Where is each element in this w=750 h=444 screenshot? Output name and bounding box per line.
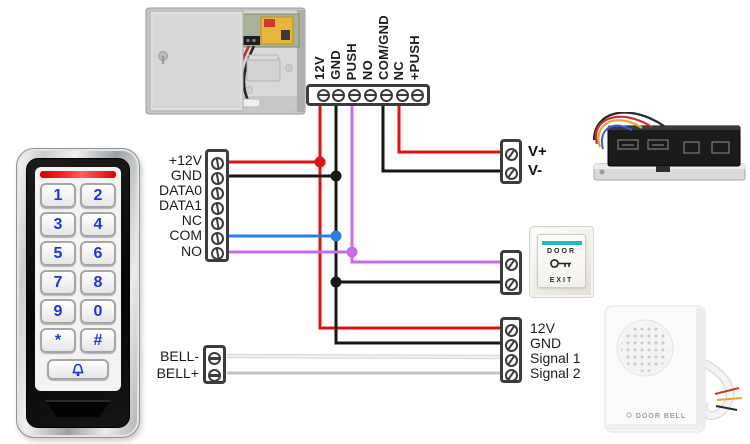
doorbell-label: DOOR BELL [636, 413, 686, 420]
label-data0: DATA0 [158, 182, 202, 198]
electric-lock [592, 112, 746, 181]
keypad-bezel: 1 2 3 4 5 6 7 8 9 0 * # [26, 158, 130, 428]
wire-bell-minus [226, 354, 502, 359]
terminal-block-bell [203, 345, 226, 384]
keypad-panel: 1 2 3 4 5 6 7 8 9 0 * # [35, 167, 121, 391]
key-7[interactable]: 7 [40, 270, 76, 295]
label-signal2: Signal 2 [530, 365, 581, 381]
access-keypad: 1 2 3 4 5 6 7 8 9 0 * # [16, 148, 140, 438]
label-v-minus: V- [528, 162, 543, 179]
label-no: NO [360, 59, 375, 80]
screw [504, 278, 518, 291]
label-bell-minus: BELL- [160, 348, 199, 364]
label-gnd: GND [530, 335, 562, 351]
screw [208, 352, 221, 365]
label-pluspush: +PUSH [407, 34, 422, 80]
screw [208, 369, 221, 382]
label-no: NO [181, 243, 202, 259]
screw [210, 232, 224, 245]
label-signal1: Signal 1 [530, 350, 581, 366]
label-comgnd: COM/GND [376, 15, 391, 80]
doorbell: DOOR BELL [604, 305, 743, 433]
label-12v: 12V [530, 320, 555, 336]
label-v-plus: V+ [528, 143, 547, 160]
key-2[interactable]: 2 [80, 183, 116, 208]
junction-black-gnd [330, 170, 342, 182]
screw [317, 88, 330, 102]
label-data1: DATA1 [158, 197, 202, 213]
keypad-led-strip [40, 171, 116, 178]
terminal-block-doorbell [500, 317, 522, 383]
exit-exit-text: EXIT [549, 277, 574, 284]
door-exit-face: DOOR EXIT [537, 234, 586, 288]
screw [504, 339, 518, 352]
power-supply-box [145, 7, 306, 115]
key-6[interactable]: 6 [80, 241, 116, 266]
terminal-block-lock [500, 139, 522, 184]
key-icon [549, 259, 571, 268]
screw [396, 88, 409, 102]
screw [210, 247, 224, 260]
junction-red [314, 156, 326, 168]
junction-purple [346, 246, 358, 258]
keypad-bottom-notch [45, 400, 111, 417]
key-9[interactable]: 9 [40, 299, 76, 324]
door-exit-button: DOOR EXIT [529, 226, 594, 298]
screw [348, 88, 361, 102]
label-plus12v: +12V [168, 152, 202, 168]
label-gnd: GND [170, 167, 202, 183]
screw [210, 202, 224, 215]
label-gnd: GND [328, 50, 343, 80]
screw [504, 354, 518, 367]
bell-icon [72, 363, 84, 376]
terminal-block-power [306, 84, 430, 106]
key-hash[interactable]: # [80, 328, 116, 353]
label-com: COM [169, 227, 202, 243]
screw [364, 88, 377, 102]
wire-nc-to-vplus-red [397, 100, 501, 154]
key-5[interactable]: 5 [40, 241, 76, 266]
screw [411, 88, 424, 102]
screw [332, 88, 345, 102]
exit-door-text: DOOR [547, 248, 576, 255]
screw [504, 258, 518, 271]
screw [210, 187, 224, 200]
screw [210, 217, 224, 230]
screw [504, 148, 518, 161]
key-3[interactable]: 3 [40, 212, 76, 237]
key-bell[interactable] [47, 359, 109, 380]
exit-teal-bar [541, 241, 582, 245]
keypad-keys: 1 2 3 4 5 6 7 8 9 0 * # [38, 183, 118, 353]
terminal-block-exit [500, 250, 522, 295]
terminal-block-keypad [205, 149, 229, 262]
wire-gnd-black [334, 100, 502, 345]
screw [380, 88, 393, 102]
label-nc: NC [391, 60, 406, 80]
screw [504, 167, 518, 180]
wire-12v-red [318, 100, 502, 330]
screw [210, 172, 224, 185]
junction-black-exit [330, 276, 342, 288]
key-4[interactable]: 4 [80, 212, 116, 237]
key-1[interactable]: 1 [40, 183, 76, 208]
label-bell-plus: BELL+ [156, 365, 199, 381]
screw [504, 369, 518, 382]
junction-blue-com [330, 230, 342, 242]
key-0[interactable]: 0 [80, 299, 116, 324]
label-push: PUSH [344, 42, 359, 80]
key-star[interactable]: * [40, 328, 76, 353]
wire-push-purple [350, 100, 501, 264]
wire-comgnd-to-vminus-black [381, 100, 501, 173]
screw [504, 324, 518, 337]
screw [210, 157, 224, 170]
key-8[interactable]: 8 [80, 270, 116, 295]
label-12v: 12V [312, 55, 327, 80]
label-nc: NC [181, 212, 202, 228]
